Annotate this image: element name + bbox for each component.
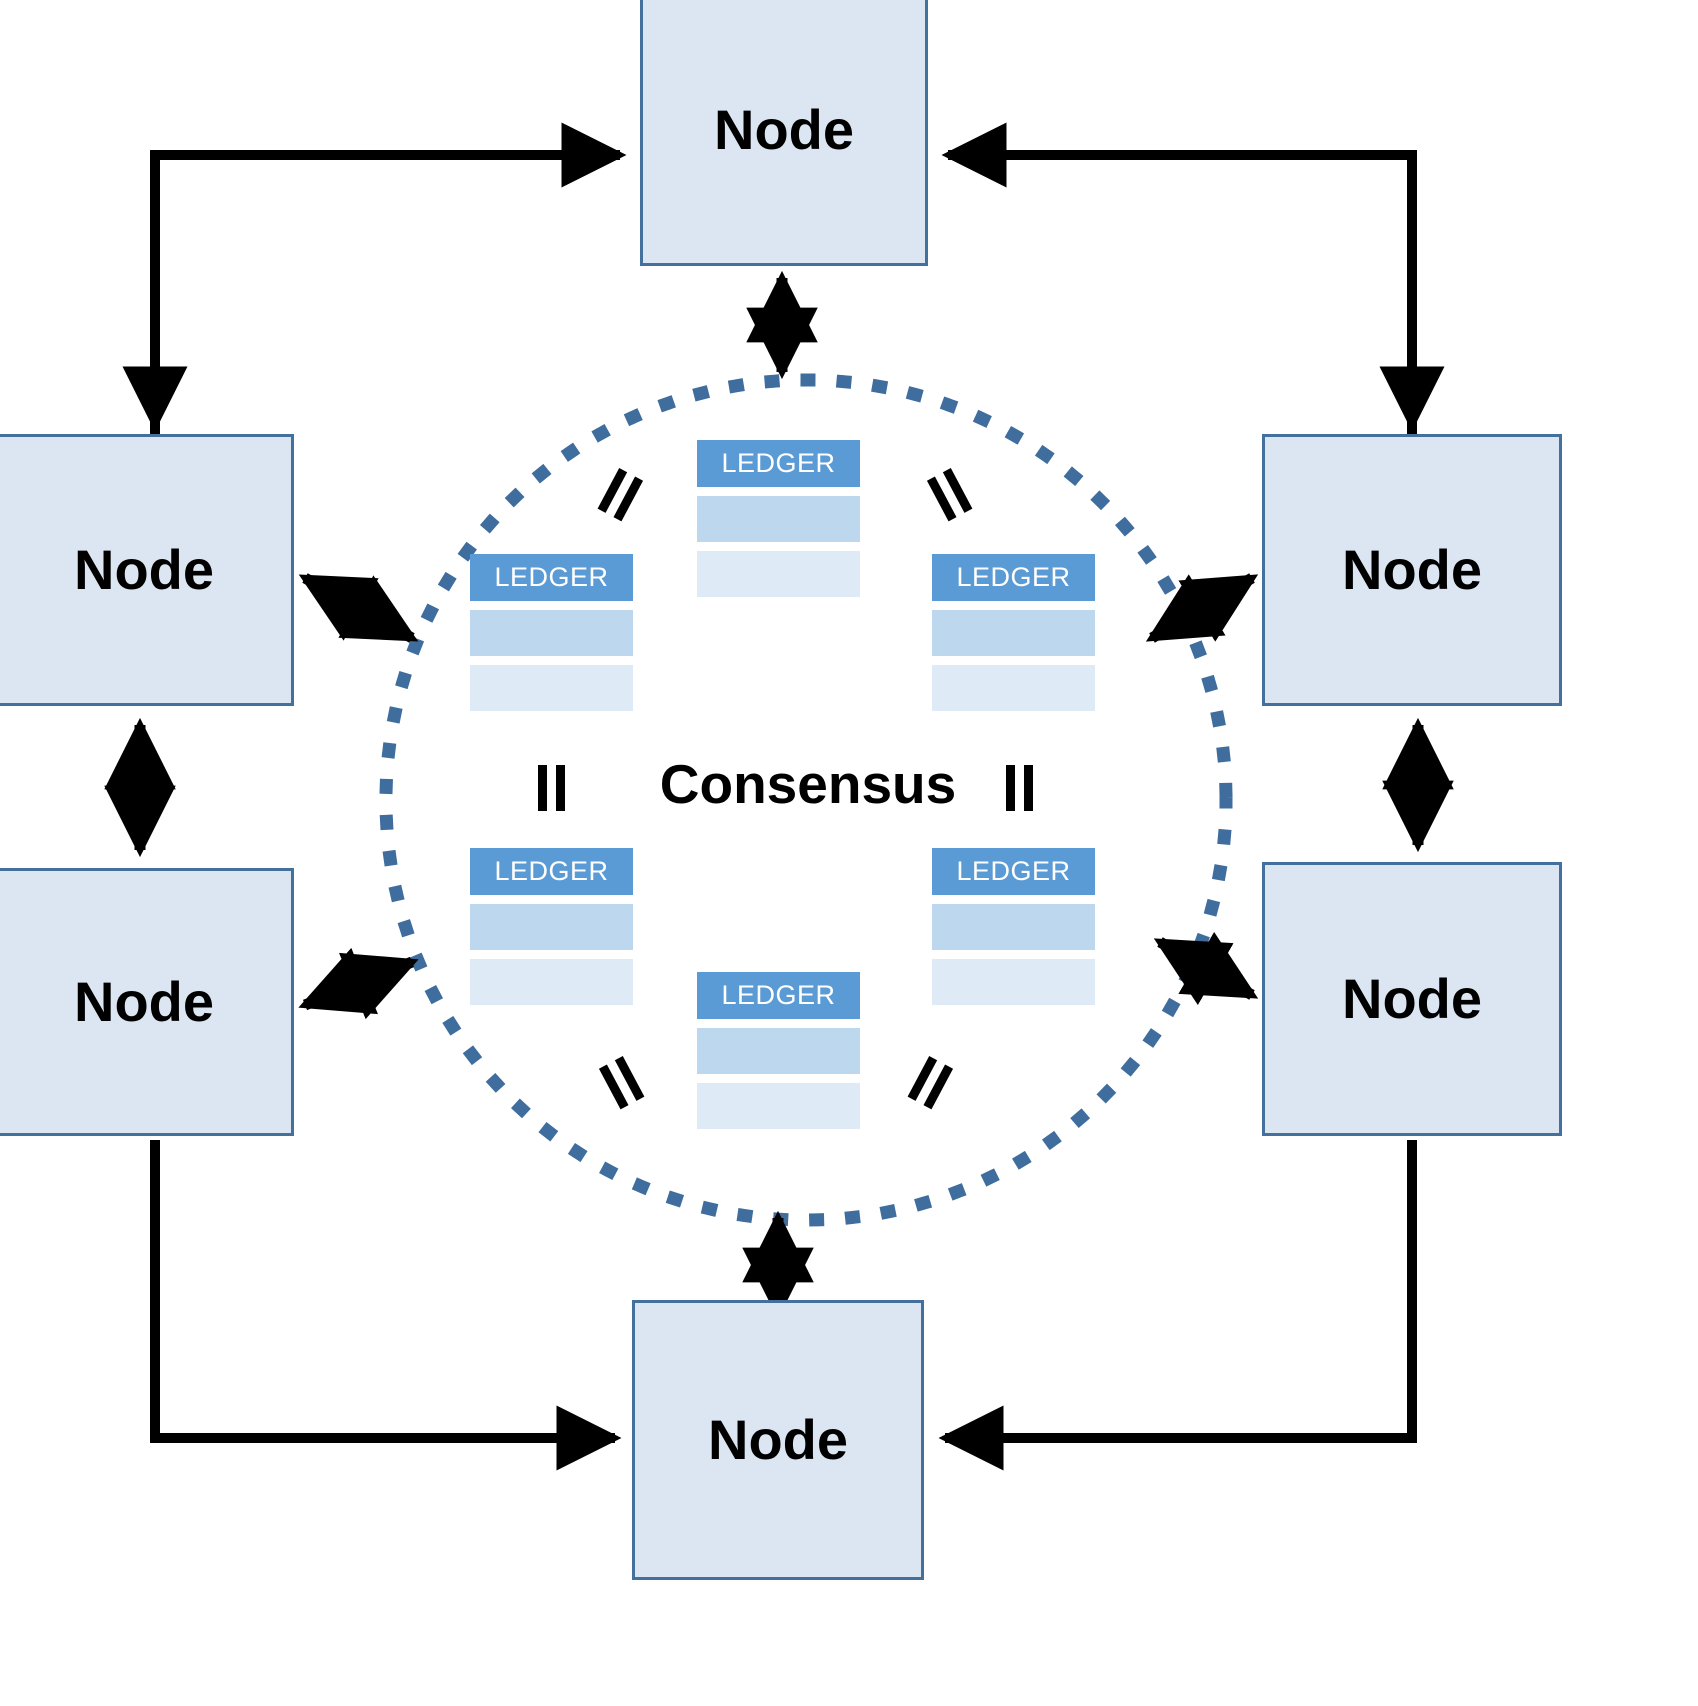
arrow-leftlower-to-circle — [298, 947, 419, 1020]
ledger-card-right-upper[interactable]: LEDGER — [932, 554, 1095, 711]
ledger-row-light — [932, 959, 1095, 1005]
node-box-right-upper[interactable]: Node — [1262, 434, 1562, 706]
ledger-card-top[interactable]: LEDGER — [697, 440, 860, 597]
ledger-card-right-lower[interactable]: LEDGER — [932, 848, 1095, 1005]
equals-icon-top-left — [591, 464, 648, 523]
ledger-card-left-upper[interactable]: LEDGER — [470, 554, 633, 711]
node-label: Node — [714, 98, 854, 161]
node-box-left-lower[interactable]: Node — [0, 868, 294, 1136]
arrow-rightupper-to-circle — [1145, 573, 1259, 643]
ledger-row-dark — [697, 496, 860, 542]
ledger-header: LEDGER — [470, 848, 633, 895]
node-label: Node — [1342, 538, 1482, 601]
ledger-row-light — [697, 1083, 860, 1129]
ledger-header: LEDGER — [470, 554, 633, 601]
equals-icon-bottom-right — [901, 1052, 958, 1111]
arrow-rightlower-to-circle — [1153, 931, 1259, 1006]
arrow-leftupper-to-top — [150, 122, 627, 470]
consensus-label: Consensus — [659, 753, 957, 815]
ledger-row-light — [470, 959, 633, 1005]
arrow-leftupper-to-circle — [298, 573, 419, 643]
node-label: Node — [1342, 967, 1482, 1030]
node-label: Node — [74, 970, 214, 1033]
node-box-left-upper[interactable]: Node — [0, 434, 294, 706]
ledger-row-dark — [932, 610, 1095, 656]
equals-icon-middle-right — [1001, 765, 1041, 811]
ledger-row-dark — [932, 904, 1095, 950]
arrow-rightupper-to-top — [941, 122, 1417, 470]
node-label: Node — [74, 538, 214, 601]
ledger-row-dark — [697, 1028, 860, 1074]
ledger-header: LEDGER — [932, 848, 1095, 895]
arrow-leftlower-to-bottom — [150, 1140, 622, 1471]
ledger-card-bottom[interactable]: LEDGER — [697, 972, 860, 1129]
equals-icon-top-right — [923, 464, 980, 523]
ledger-header: LEDGER — [697, 440, 860, 487]
node-box-bottom[interactable]: Node — [632, 1300, 924, 1580]
ledger-row-dark — [470, 610, 633, 656]
node-box-right-lower[interactable]: Node — [1262, 862, 1562, 1136]
node-label: Node — [708, 1408, 848, 1471]
ledger-row-light — [470, 665, 633, 711]
equals-icon-bottom-left — [595, 1052, 652, 1111]
equals-icon-middle-left — [533, 765, 573, 811]
ledger-header: LEDGER — [932, 554, 1095, 601]
arrow-rightlower-to-bottom — [938, 1140, 1417, 1471]
ledger-row-light — [697, 551, 860, 597]
ledger-header: LEDGER — [697, 972, 860, 1019]
node-box-top[interactable]: Node — [640, 0, 928, 266]
ledger-card-left-lower[interactable]: LEDGER — [470, 848, 633, 1005]
ledger-row-light — [932, 665, 1095, 711]
ledger-row-dark — [470, 904, 633, 950]
